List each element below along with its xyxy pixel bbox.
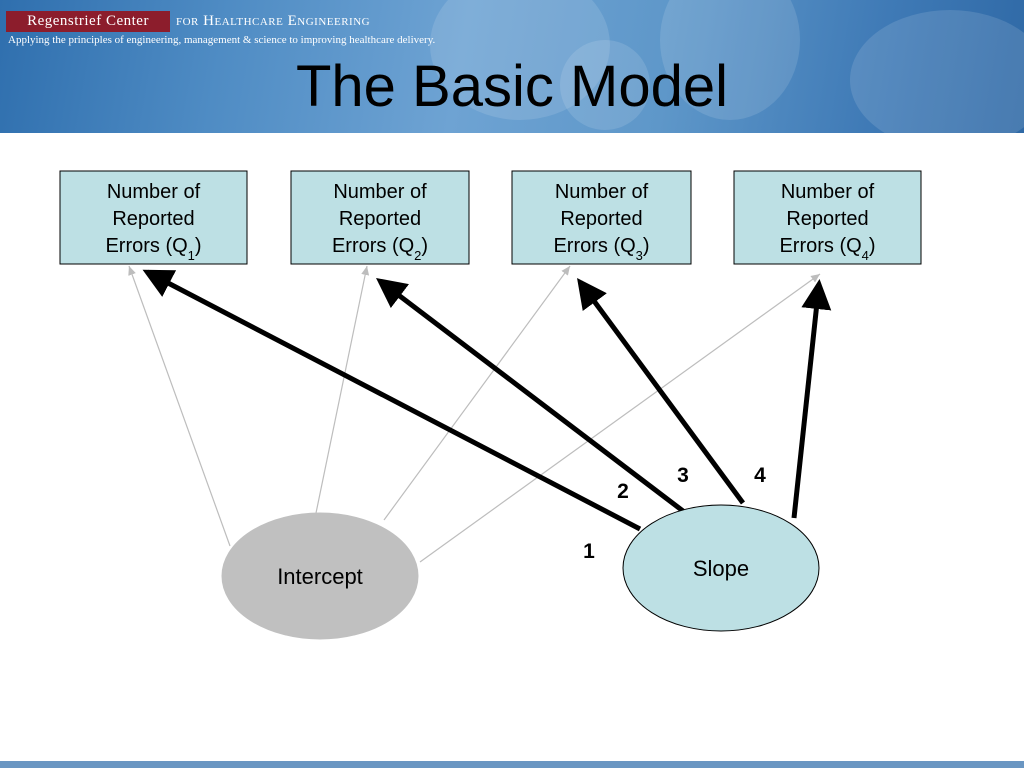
intercept-arrow-q1	[128, 265, 231, 547]
loading-label-3: 3	[677, 464, 689, 487]
intercept-arrow-q2	[315, 265, 370, 514]
observed-box-q1: Number of Reported Errors (Q1)	[59, 170, 248, 265]
box-q2-subscript: 2	[414, 248, 421, 263]
box-q4-line1: Number of	[781, 181, 875, 203]
box-q1-line1: Number of	[107, 181, 201, 203]
svg-text:Reported: Reported	[339, 208, 421, 230]
loading-label-2: 2	[617, 480, 629, 503]
svg-text:Reported: Reported	[112, 208, 194, 230]
svg-text:Number of: Number of	[107, 181, 201, 203]
svg-text:Reported: Reported	[786, 208, 868, 230]
observed-box-q3: Number of Reported Errors (Q3)	[511, 170, 692, 265]
box-q2-line2: Reported	[339, 208, 421, 230]
svg-text:Errors (Q1): Errors (Q1)	[105, 235, 201, 263]
box-q4-line2: Reported	[786, 208, 868, 230]
svg-text:Errors (Q3): Errors (Q3)	[553, 235, 649, 263]
intercept-label: Intercept	[277, 564, 363, 589]
box-q3-close: )	[643, 235, 650, 257]
slope-arrow-q1	[142, 269, 642, 532]
intercept-arrow-q4	[419, 273, 821, 563]
intercept-arrow-q3	[383, 265, 571, 521]
org-logo: Regenstrief Center	[6, 11, 170, 32]
box-q3-line3: Errors (Q	[553, 235, 635, 257]
box-q2-line3: Errors (Q	[332, 235, 414, 257]
slope-arrow-q2	[376, 277, 685, 513]
box-q4-close: )	[869, 235, 876, 257]
slope-label: Slope	[693, 556, 749, 581]
box-q1-close: )	[195, 235, 202, 257]
svg-text:Errors (Q2): Errors (Q2)	[332, 235, 428, 263]
box-q4-subscript: 4	[862, 248, 869, 263]
slope-arrow-q3	[577, 277, 746, 505]
observed-box-q2: Number of Reported Errors (Q2)	[290, 170, 470, 265]
header-banner: Regenstrief Center for Healthcare Engine…	[0, 0, 1024, 133]
box-q3-line2: Reported	[560, 208, 642, 230]
box-q2-close: )	[421, 235, 428, 257]
svg-text:Number of: Number of	[555, 181, 649, 203]
slope-factor: Slope	[622, 504, 820, 632]
box-q4-line3: Errors (Q	[779, 235, 861, 257]
org-logo-suffix: for Healthcare Engineering	[176, 13, 371, 29]
org-tagline: Applying the principles of engineering, …	[8, 34, 436, 46]
box-q1-line2: Reported	[112, 208, 194, 230]
footer-divider	[0, 761, 1024, 768]
svg-text:Errors (Q4): Errors (Q4)	[779, 235, 875, 263]
observed-box-q4: Number of Reported Errors (Q4)	[733, 170, 922, 265]
box-q1-line3: Errors (Q	[105, 235, 187, 257]
page-title: The Basic Model	[296, 54, 728, 119]
loading-label-1: 1	[583, 540, 595, 563]
intercept-factor: Intercept	[221, 512, 419, 640]
box-q3-subscript: 3	[636, 248, 643, 263]
box-q3-line1: Number of	[555, 181, 649, 203]
loading-label-4: 4	[754, 464, 766, 487]
box-q1-subscript: 1	[188, 248, 195, 263]
svg-text:Reported: Reported	[560, 208, 642, 230]
box-q2-line1: Number of	[333, 181, 427, 203]
svg-text:Number of: Number of	[781, 181, 875, 203]
svg-text:Number of: Number of	[333, 181, 427, 203]
slope-arrow-q4	[791, 279, 832, 519]
